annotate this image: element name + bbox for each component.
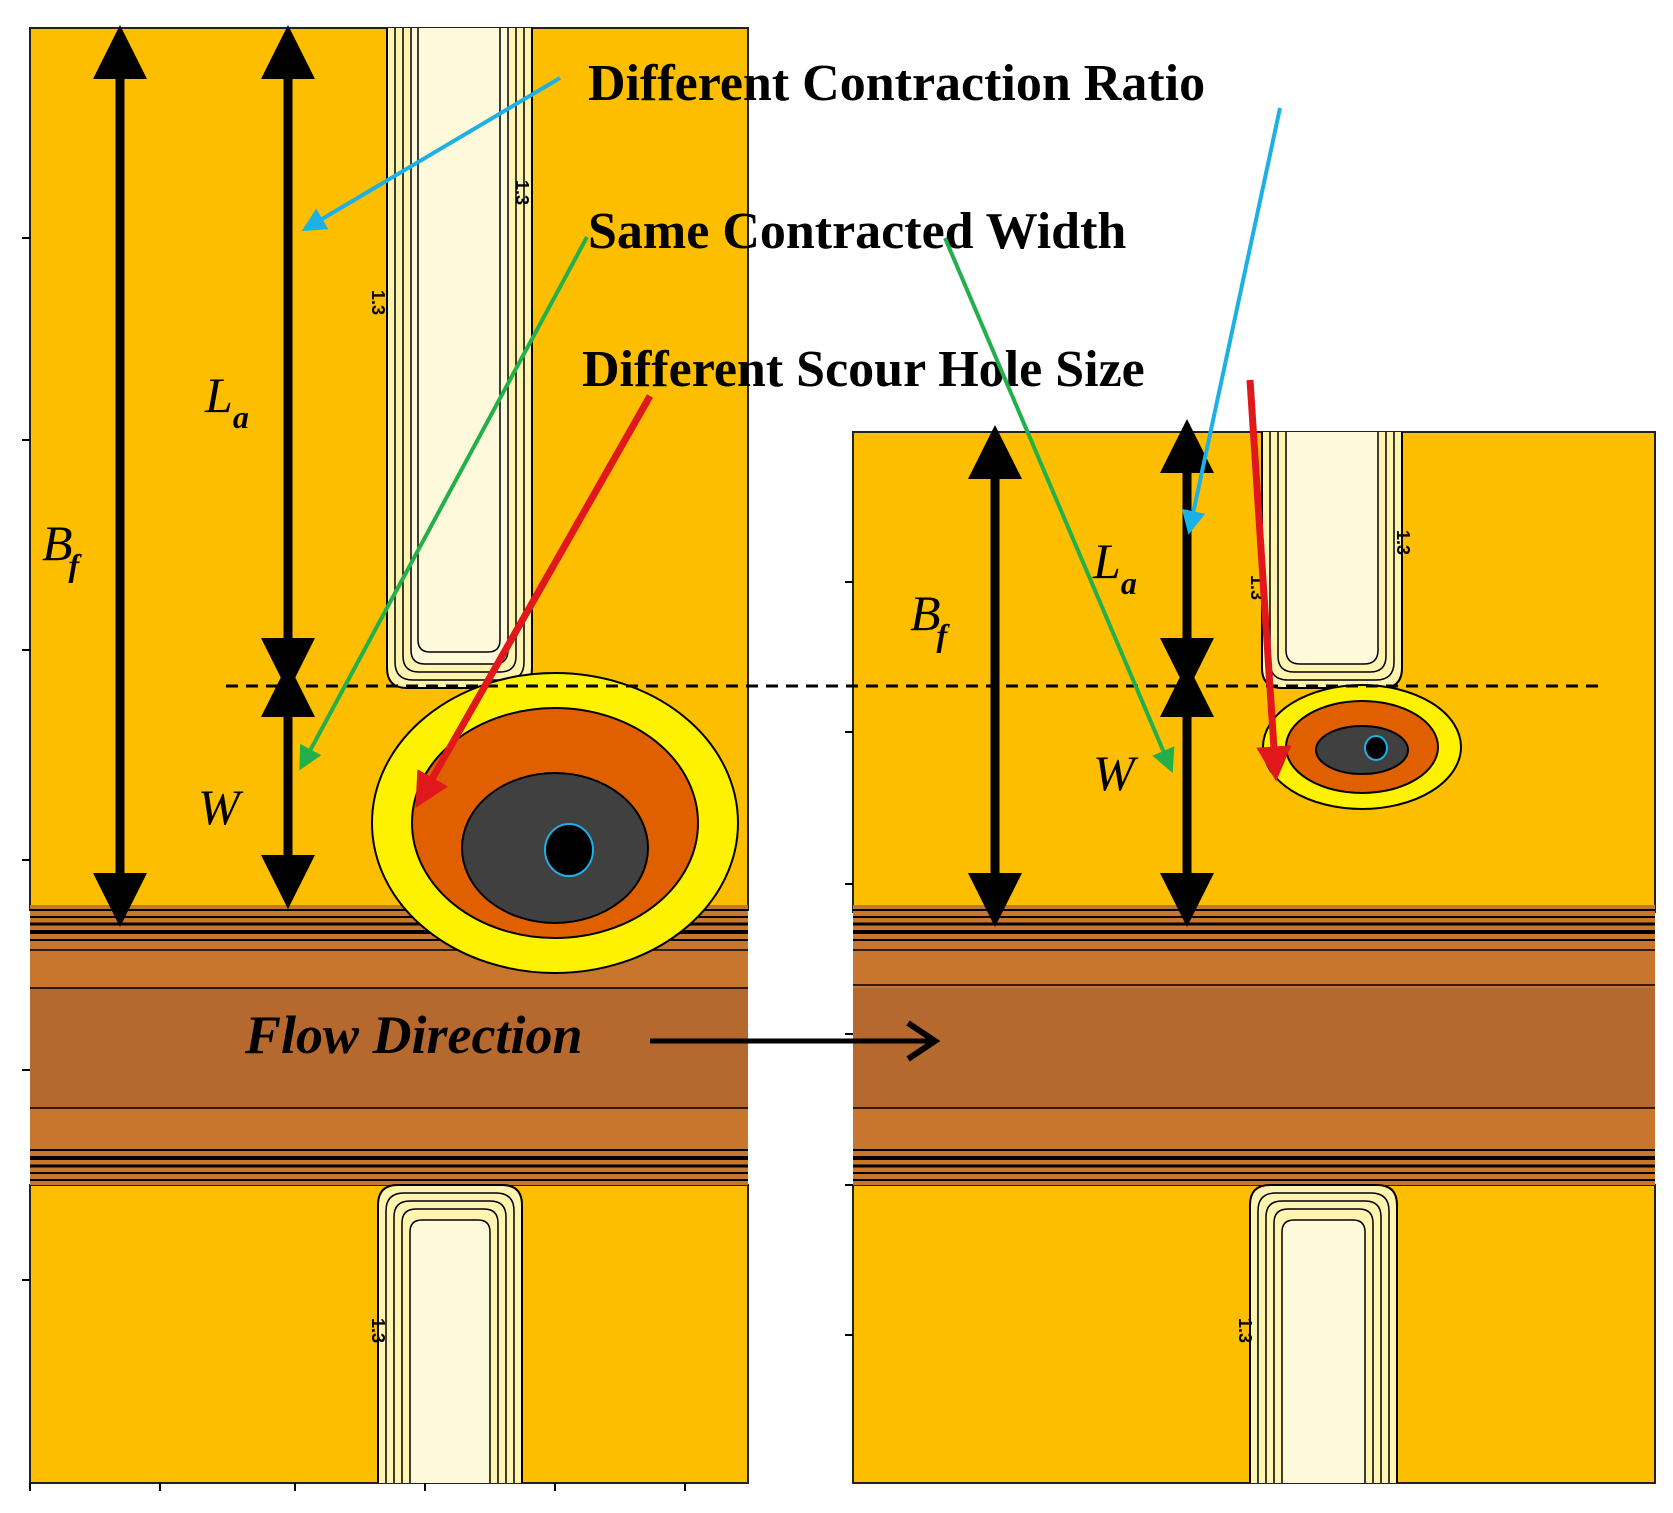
red-pointer-arrow xyxy=(415,394,654,809)
annotation-contraction-ratio: Different Contraction Ratio xyxy=(588,55,1205,112)
green-pointer-arrow xyxy=(943,237,1175,774)
right-panel: 1.3 1.3 1.3 Bf La W xyxy=(845,419,1656,1484)
la-label: La xyxy=(1092,533,1137,601)
green-pointer-arrow xyxy=(299,236,589,771)
left-scour-hole xyxy=(371,672,739,974)
contour-label: 1.3 xyxy=(368,1318,388,1343)
w-label: W xyxy=(1093,745,1139,801)
red-pointer-arrow xyxy=(1246,379,1292,782)
right-lower-abutment: 1.3 xyxy=(1235,1184,1398,1483)
annotation-contracted-width: Same Contracted Width xyxy=(588,203,1126,260)
blue-pointer-arrow xyxy=(301,76,562,232)
right-scour-hole xyxy=(1262,684,1462,810)
contour-label: 1.3 xyxy=(1235,1318,1255,1343)
contour-label: 1.3 xyxy=(512,180,532,205)
blue-pointer-arrow xyxy=(1181,107,1282,535)
left-panel: 1.3 1.3 1.3 xyxy=(22,24,749,1491)
left-main-channel xyxy=(30,905,748,1185)
contour-label: 1.3 xyxy=(1393,530,1413,555)
flow-direction-label: Flow Direction xyxy=(244,1005,583,1065)
contour-label: 1.3 xyxy=(368,290,388,315)
annotation-scour-hole-size: Different Scour Hole Size xyxy=(582,341,1145,398)
left-axis-ticks xyxy=(22,237,686,1491)
w-label: W xyxy=(198,779,244,835)
right-upper-abutment: 1.3 1.3 xyxy=(1247,432,1413,689)
la-label: La xyxy=(204,367,249,435)
right-floodplain-upper xyxy=(852,431,1656,913)
right-axis-ticks xyxy=(845,581,853,1336)
right-main-channel xyxy=(853,905,1655,1185)
bf-label: Bf xyxy=(42,515,83,583)
left-lower-abutment: 1.3 xyxy=(368,1184,523,1483)
left-upper-abutment: 1.3 1.3 xyxy=(368,28,533,689)
flow-direction-arrowhead xyxy=(906,1020,941,1062)
bf-label: Bf xyxy=(910,585,951,653)
